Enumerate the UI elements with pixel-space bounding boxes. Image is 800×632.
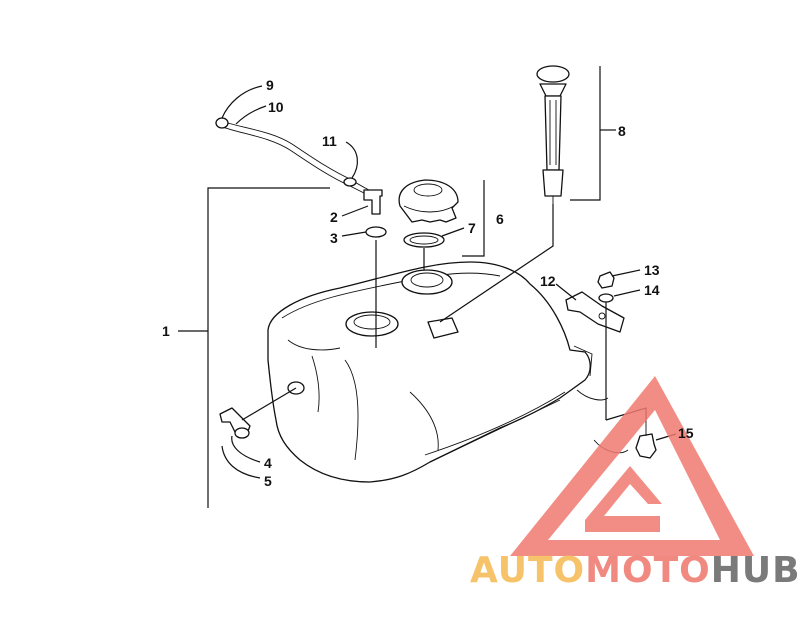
callout-7: 7 [468, 220, 476, 236]
callout-5: 5 [264, 473, 272, 489]
callout-15: 15 [678, 425, 694, 441]
callout-14: 14 [644, 282, 660, 298]
watermark-triangle [510, 376, 754, 556]
watermark-text-hub: HUB [711, 550, 800, 591]
callout-labels: 1 2 3 4 5 6 7 8 9 10 11 12 13 14 15 [162, 77, 694, 489]
callout-11: 11 [322, 133, 337, 149]
watermark-text: AUTOMOTOHUB [470, 550, 800, 591]
mounting-bracket [565, 271, 657, 459]
fuel-cap [398, 179, 459, 248]
callout-1: 1 [162, 323, 170, 339]
callout-8: 8 [618, 123, 626, 139]
callout-9: 9 [266, 77, 274, 93]
leader-lines [178, 66, 677, 508]
watermark-text-moto: MOTO [585, 550, 711, 591]
watermark-inner-mark [585, 466, 662, 532]
watermark-text-auto: AUTO [470, 550, 585, 591]
fuel-petcock [219, 407, 251, 439]
callout-10: 10 [268, 99, 284, 115]
callout-12: 12 [540, 273, 556, 289]
vent-hose [215, 117, 387, 238]
fuel-tank [267, 261, 629, 483]
callout-2: 2 [330, 209, 338, 225]
callout-3: 3 [330, 230, 338, 246]
callout-6: 6 [496, 211, 504, 227]
fuel-gauge-sender [536, 65, 570, 204]
watermark-logo [510, 376, 754, 556]
callout-13: 13 [644, 262, 660, 278]
callout-4: 4 [264, 455, 272, 471]
